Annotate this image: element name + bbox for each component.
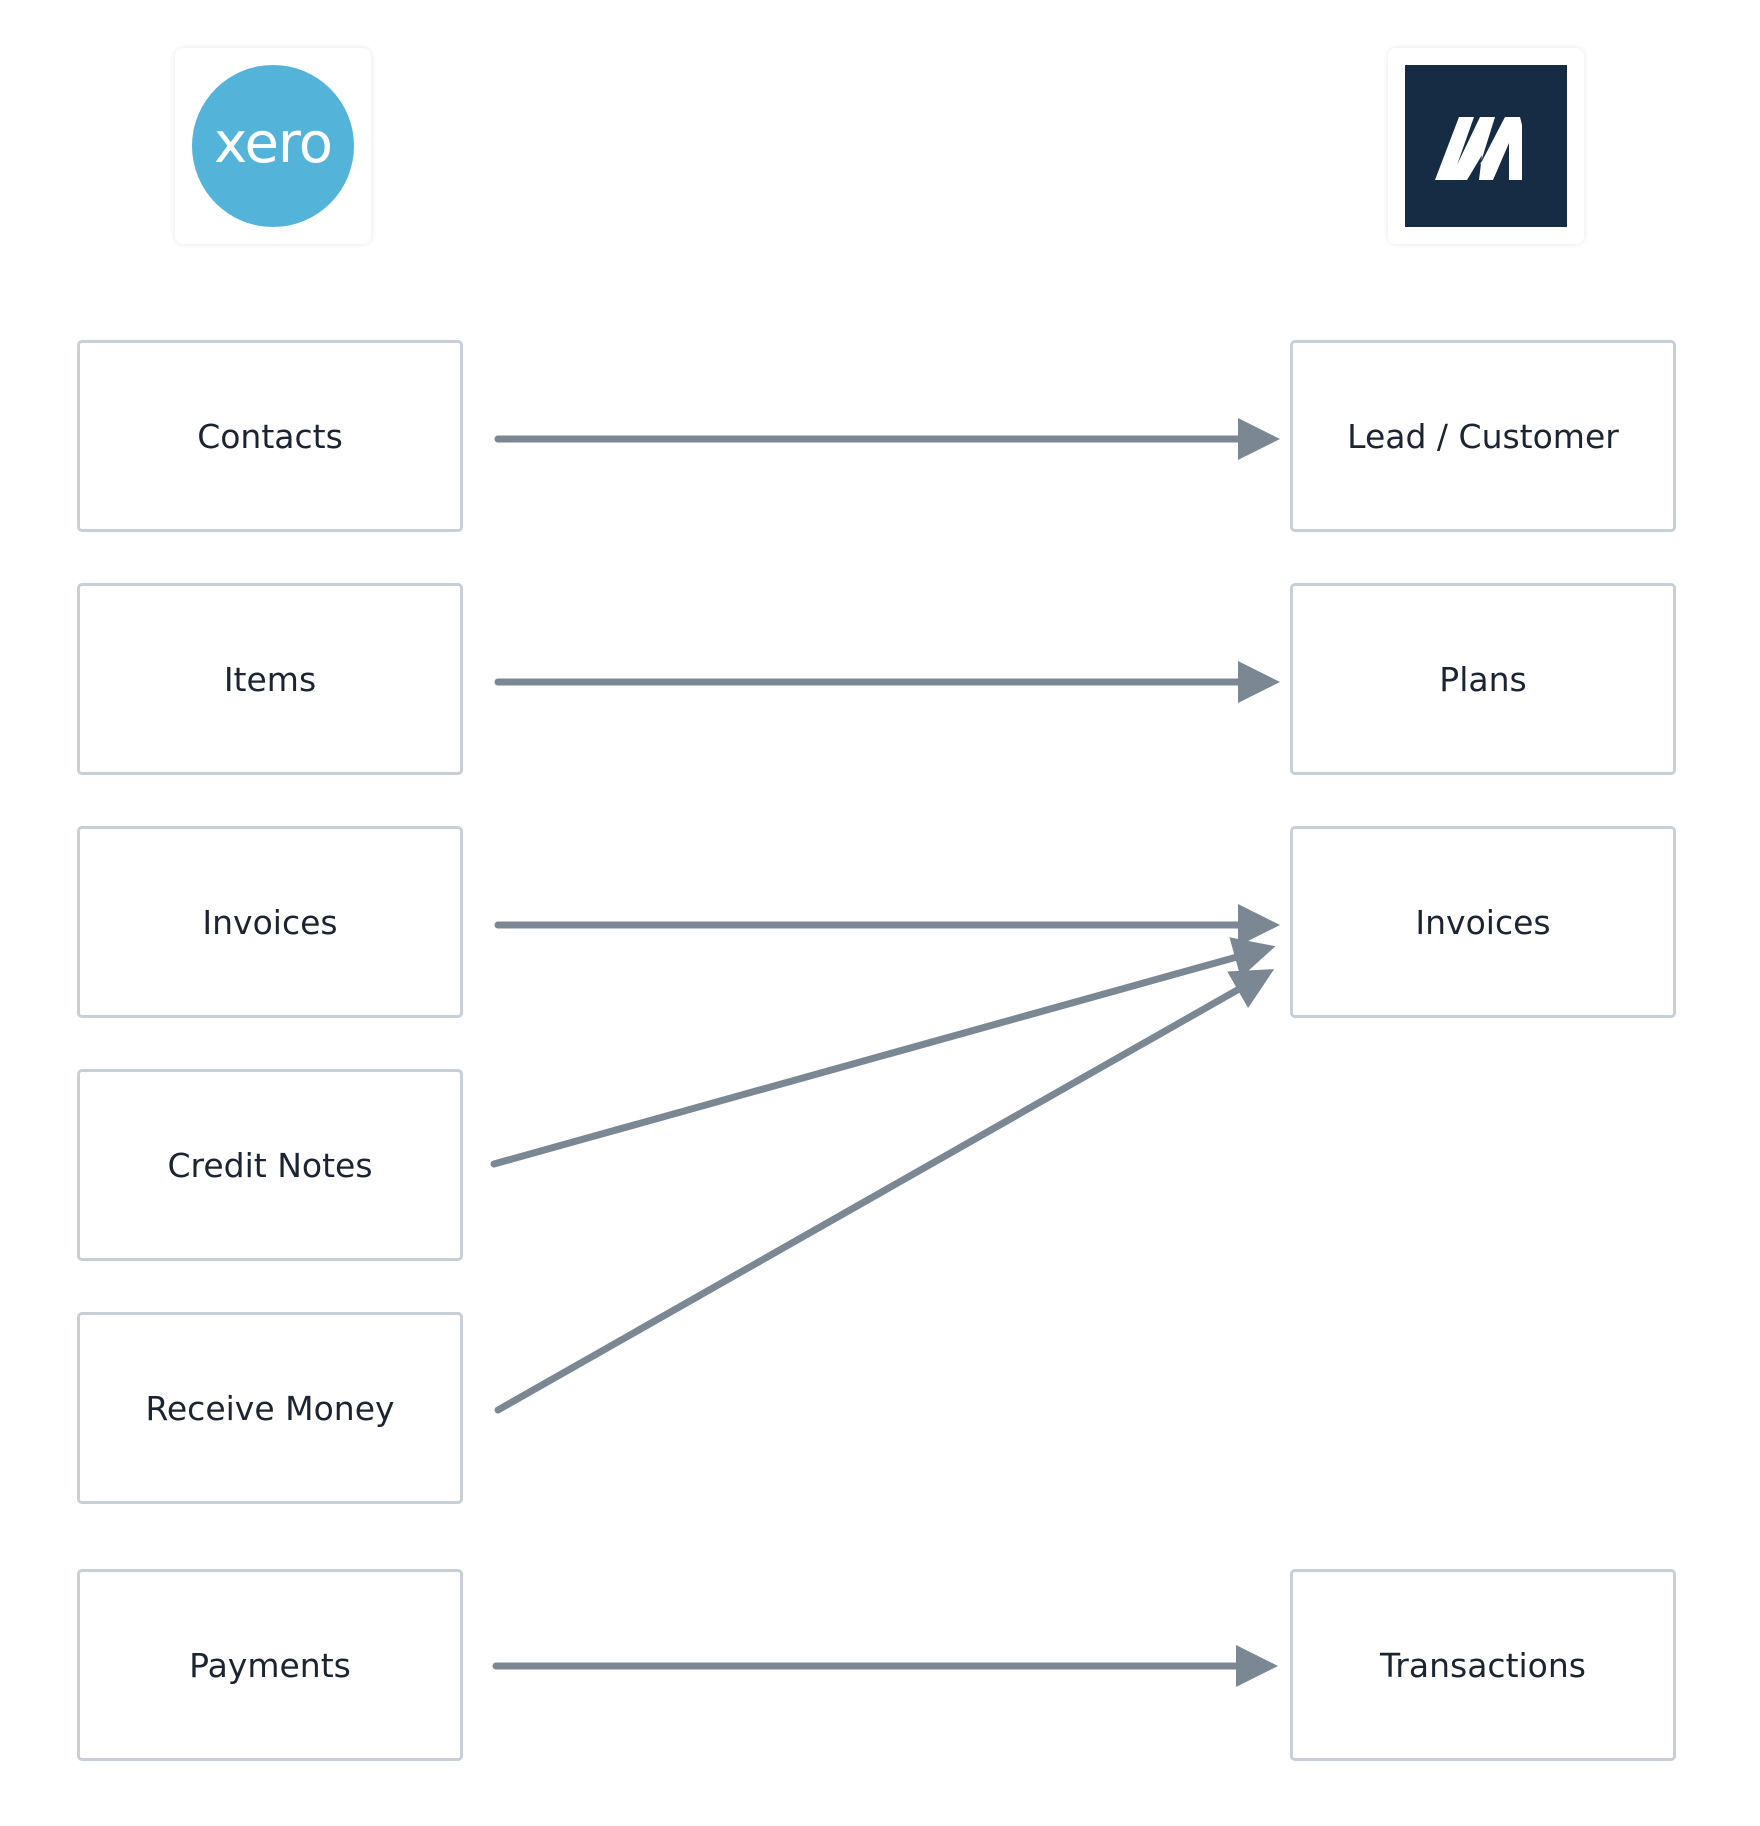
- source-box-invoices: Invoices: [77, 826, 463, 1018]
- chartmogul-logo-card: [1388, 48, 1584, 244]
- arrow-credit-notes-to-invoices: [490, 937, 1276, 1168]
- source-label-invoices: Invoices: [202, 902, 338, 942]
- xero-wordmark: xero: [214, 111, 333, 176]
- source-label-receive-money: Receive Money: [145, 1388, 395, 1428]
- target-label-invoices: Invoices: [1415, 902, 1551, 942]
- source-label-items: Items: [223, 659, 317, 699]
- source-box-credit-notes: Credit Notes: [77, 1069, 463, 1261]
- target-label-transactions: Transactions: [1380, 1645, 1586, 1685]
- target-box-invoices: Invoices: [1290, 826, 1676, 1018]
- source-label-contacts: Contacts: [197, 416, 343, 456]
- source-label-payments: Payments: [189, 1645, 351, 1685]
- target-box-transactions: Transactions: [1290, 1569, 1676, 1761]
- xero-logo: xero: [192, 65, 354, 227]
- chartmogul-logo: [1405, 65, 1567, 227]
- source-box-items: Items: [77, 583, 463, 775]
- source-label-credit-notes: Credit Notes: [167, 1145, 373, 1185]
- arrow-receive-money-to-invoices: [494, 969, 1275, 1414]
- target-box-plans: Plans: [1290, 583, 1676, 775]
- source-box-receive-money: Receive Money: [77, 1312, 463, 1504]
- source-box-contacts: Contacts: [77, 340, 463, 532]
- target-box-lead-customer: Lead / Customer: [1290, 340, 1676, 532]
- source-box-payments: Payments: [77, 1569, 463, 1761]
- target-label-plans: Plans: [1439, 659, 1527, 699]
- target-label-lead-customer: Lead / Customer: [1347, 416, 1619, 456]
- chartmogul-mark-icon: [1435, 117, 1522, 180]
- xero-logo-card: xero: [175, 48, 371, 244]
